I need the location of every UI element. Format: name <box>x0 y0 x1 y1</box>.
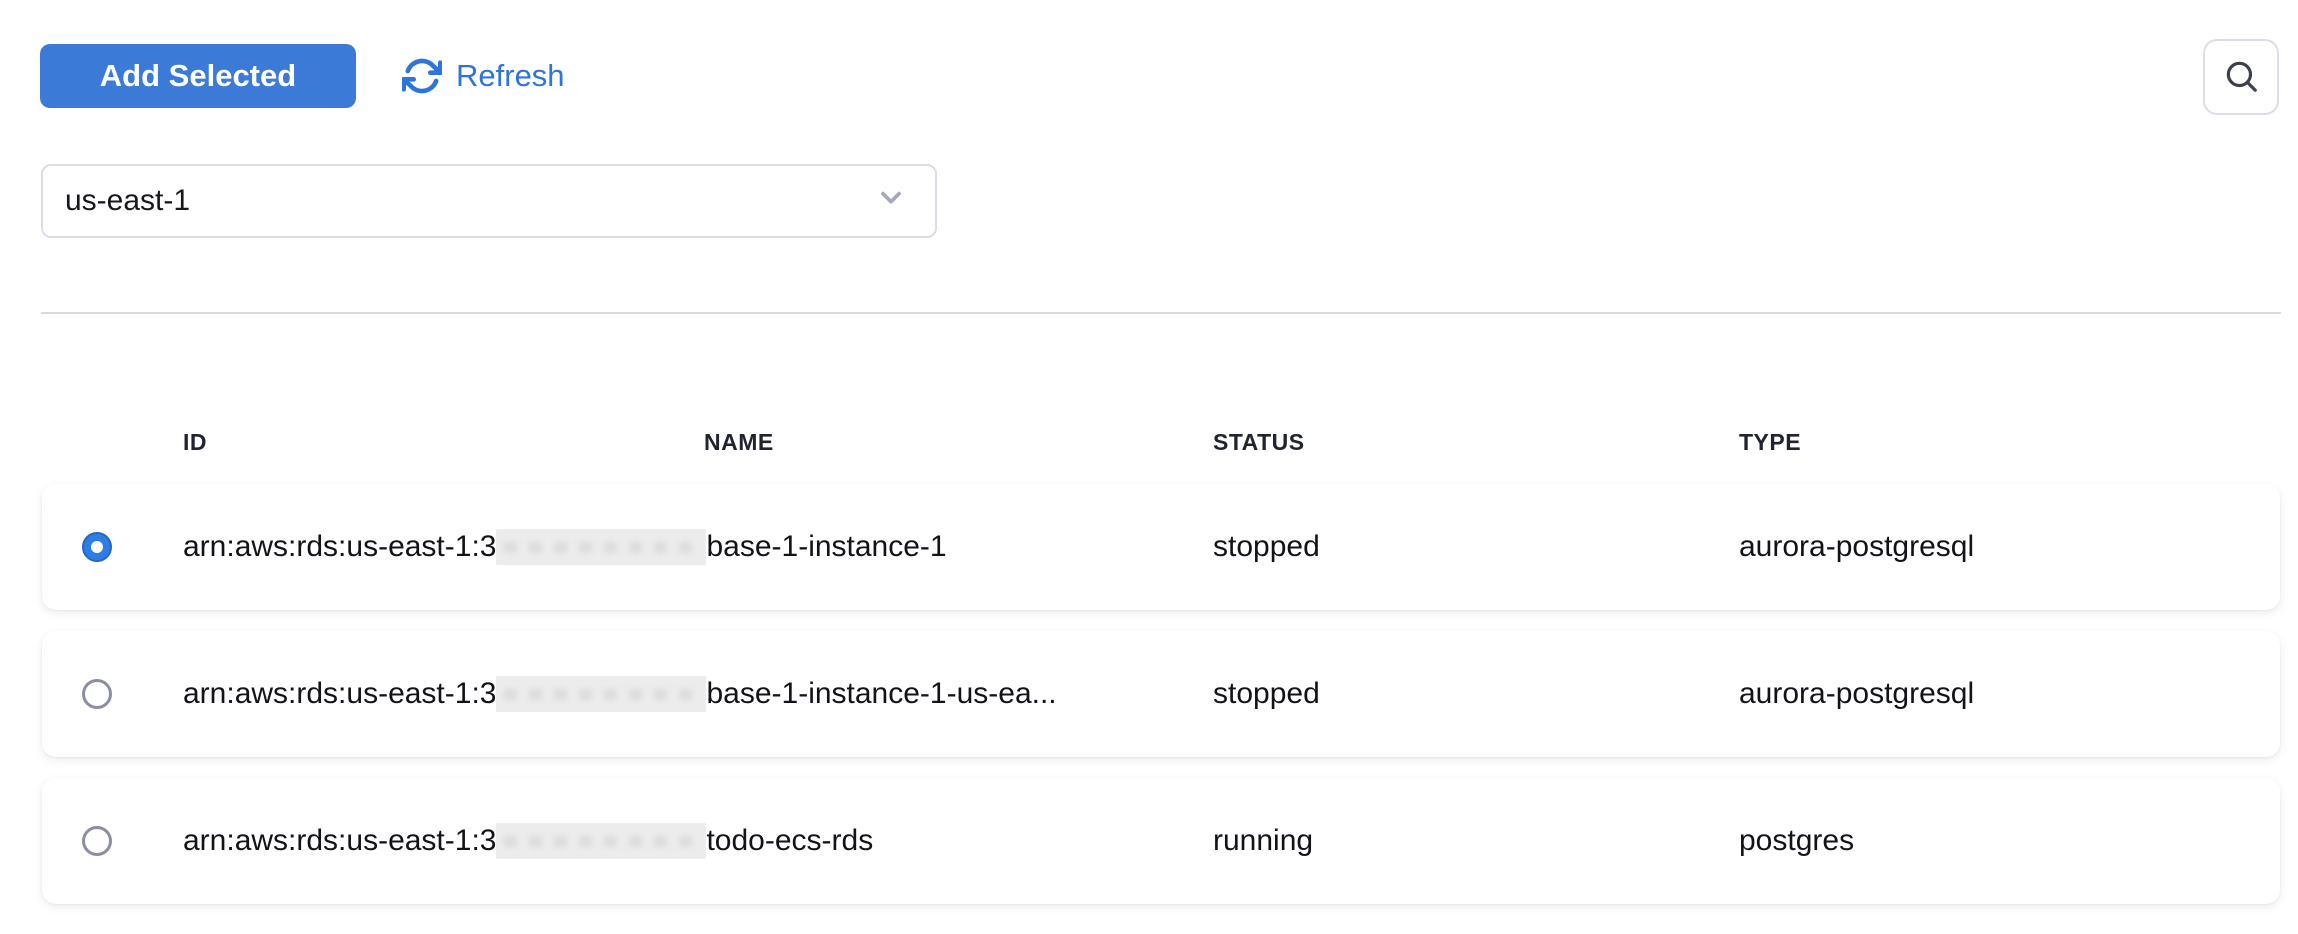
region-select-value: us-east-1 <box>65 184 191 217</box>
refresh-button[interactable]: Refresh <box>402 50 565 102</box>
row-status: stopped <box>1213 530 1320 563</box>
row-status: running <box>1213 824 1314 857</box>
row-id: arn:aws:rds:us-east-1:3 todo-ecs-rds <box>183 778 873 904</box>
row-id-prefix: arn:aws:rds:us-east-1:3 <box>183 824 497 857</box>
row-id: arn:aws:rds:us-east-1:3 base-1-instance-1… <box>183 631 1057 757</box>
column-header-name: NAME <box>704 429 774 455</box>
row-id-prefix: arn:aws:rds:us-east-1:3 <box>183 677 497 710</box>
column-header-status: STATUS <box>1213 429 1305 455</box>
row-type: postgres <box>1739 824 1855 857</box>
row-status: stopped <box>1213 677 1320 710</box>
row-id: arn:aws:rds:us-east-1:3 base-1-instance-1 <box>183 484 947 610</box>
table-row[interactable]: arn:aws:rds:us-east-1:3 base-1-instance-1… <box>42 631 2280 757</box>
column-header-id: ID <box>183 429 207 455</box>
row-radio[interactable] <box>82 826 112 856</box>
region-select[interactable]: us-east-1 <box>41 164 937 238</box>
redacted-account-id <box>496 676 707 712</box>
refresh-icon <box>402 56 442 96</box>
row-id-suffix: base-1-instance-1-us-ea... <box>706 677 1057 710</box>
row-radio-selected[interactable] <box>82 532 112 562</box>
column-header-type: TYPE <box>1739 429 1802 455</box>
row-radio[interactable] <box>82 679 112 709</box>
search-button[interactable] <box>2203 39 2279 115</box>
redacted-account-id <box>496 823 707 859</box>
chevron-down-icon <box>875 181 907 221</box>
table-row[interactable]: arn:aws:rds:us-east-1:3 todo-ecs-rds runn… <box>42 778 2280 904</box>
row-id-prefix: arn:aws:rds:us-east-1:3 <box>183 530 497 563</box>
row-type: aurora-postgresql <box>1739 677 1975 710</box>
table-divider <box>41 312 2281 314</box>
search-icon <box>2222 57 2260 98</box>
redacted-account-id <box>496 529 707 565</box>
refresh-label: Refresh <box>456 58 565 93</box>
row-id-suffix: base-1-instance-1 <box>706 530 947 563</box>
table-row[interactable]: arn:aws:rds:us-east-1:3 base-1-instance-1… <box>42 484 2280 610</box>
row-id-suffix: todo-ecs-rds <box>706 824 874 857</box>
add-selected-button[interactable]: Add Selected <box>40 44 356 108</box>
row-type: aurora-postgresql <box>1739 530 1975 563</box>
